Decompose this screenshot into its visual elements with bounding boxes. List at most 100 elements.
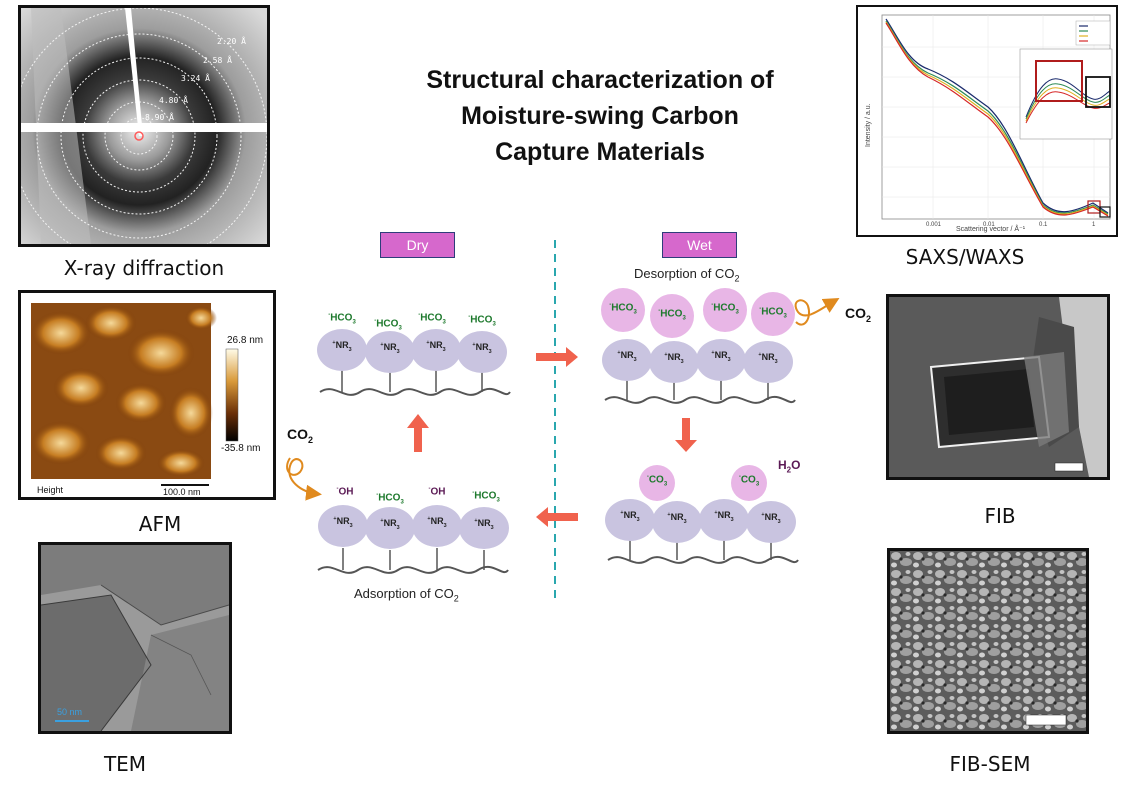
saxs-inset-highlight-red (1035, 60, 1083, 102)
h2o-text: H (778, 458, 787, 472)
afm-panel: 26.8 nm -35.8 nm Height 100.0 nm (18, 290, 276, 500)
bicarbonate-dry-bottom-1: -HCO3 (376, 492, 404, 506)
bicarbonate-dry-top-2: -HCO3 (374, 318, 402, 332)
desorption-label: Desorption of CO2 (634, 266, 739, 284)
ring-label-2: 2.58 Å (203, 54, 232, 65)
amine-dry-bottom-1: +NR3 (333, 516, 353, 529)
dry-tag: Dry (380, 232, 455, 258)
bicarbonate-dry-top-1: -HCO3 (328, 312, 356, 326)
title-line-2: Moisture-swing Carbon (461, 102, 739, 130)
co2-absorbed-subscript: 2 (308, 434, 314, 445)
wet-carbonate-polymer (605, 465, 799, 564)
ring-label-5: 8.90 Å (145, 111, 174, 122)
tem-caption: TEM (103, 752, 147, 776)
arrow-up (407, 414, 429, 452)
arrow-left (536, 507, 578, 527)
bicarbonate-dry-bottom-2: -HCO3 (472, 490, 500, 504)
saxs-caption: SAXS/WAXS (905, 245, 1025, 269)
saxs-series-4 (885, 22, 1109, 217)
bicarbonate-wet-top-4: -HCO3 (759, 306, 787, 320)
hydroxide-1: -OH (336, 486, 354, 498)
co2-absorbed-label: CO2 (287, 426, 313, 445)
dry-loaded-polymer (317, 329, 511, 396)
wet-tag: Wet (662, 232, 737, 258)
amine-dry-top-1: +NR3 (332, 340, 352, 353)
ring-label-3: 3.24 Å (181, 72, 210, 83)
afm-caption: AFM (138, 512, 182, 536)
bicarbonate-wet-top-2: -HCO3 (658, 308, 686, 322)
bicarbonate-wet-top-1: -HCO3 (609, 302, 637, 316)
amine-dry-top-2: +NR3 (380, 342, 400, 355)
fib-caption: FIB (984, 504, 1016, 528)
process-arrows (407, 347, 697, 527)
adsorption-label: Adsorption of CO2 (354, 586, 459, 604)
h2o-subscript: 2 (786, 465, 792, 475)
ring-label-1: 2.20 Å (217, 35, 246, 46)
amine-wet-bottom-4: +NR3 (761, 512, 781, 525)
desorption-text: Desorption of CO (634, 266, 735, 281)
adsorption-subscript: 2 (453, 593, 459, 604)
xrd-caption: X-ray diffraction (63, 256, 225, 280)
carbonate-1: -CO3 (646, 474, 668, 488)
arrow-down (675, 418, 697, 452)
amine-wet-top-2: +NR3 (664, 352, 684, 365)
fibsem-panel (887, 548, 1089, 734)
amine-wet-top-1: +NR3 (617, 350, 637, 363)
saxs-series-2 (885, 20, 1109, 215)
co2-released-label: CO2 (845, 305, 871, 324)
tem-panel: 50 nm (38, 542, 232, 734)
ring-label-4: 4.80 Å (159, 94, 188, 105)
saxs-xtick-2: 0.01 (983, 222, 995, 228)
title-line-3: Capture Materials (495, 138, 705, 166)
dry-adsorption-polymer (317, 505, 509, 574)
amine-wet-top-3: +NR3 (711, 350, 731, 363)
bicarbonate-wet-top-3: -HCO3 (711, 302, 739, 316)
co2-release-curve (794, 298, 840, 326)
carbonate-2: -CO3 (738, 474, 760, 488)
wet-desorption-polymer (601, 288, 796, 404)
afm-scale-min: -35.8 nm (221, 443, 260, 454)
fib-panel (886, 294, 1110, 480)
saxs-xtick-3: 0.1 (1039, 222, 1048, 228)
amine-dry-bottom-4: +NR3 (474, 518, 494, 531)
amine-dry-bottom-2: +NR3 (380, 518, 400, 531)
fibsem-image (890, 551, 1086, 731)
amine-dry-top-4: +NR3 (472, 342, 492, 355)
co2-uptake-curve (286, 457, 322, 501)
saxs-series-1 (885, 18, 1109, 214)
co2-absorbed-text: CO (287, 426, 308, 442)
page-title: Structural characterization of Moisture-… (395, 62, 805, 170)
amine-wet-bottom-2: +NR3 (667, 512, 687, 525)
saxs-inset-highlight-black (1085, 76, 1111, 108)
co2-released-text: CO (845, 305, 866, 321)
saxs-xtick-1: 0.001 (926, 222, 942, 228)
saxs-plot: Intensity / a.u. Scattering vector / Å⁻¹… (858, 7, 1116, 235)
saxs-panel: Intensity / a.u. Scattering vector / Å⁻¹… (856, 5, 1118, 237)
amine-dry-top-3: +NR3 (426, 340, 446, 353)
afm-scale-max: 26.8 nm (227, 335, 263, 346)
tem-image: 50 nm (41, 545, 229, 731)
tem-scale-bar-label: 50 nm (57, 707, 82, 717)
h2o-label: H2O (778, 458, 800, 474)
bicarbonate-dry-top-3: -HCO3 (418, 312, 446, 326)
co2-released-subscript: 2 (866, 313, 872, 324)
saxs-ylabel: Intensity / a.u. (865, 103, 872, 147)
fibsem-caption: FIB-SEM (949, 752, 1031, 776)
saxs-series-3 (885, 21, 1109, 216)
amine-wet-bottom-3: +NR3 (714, 510, 734, 523)
h2o-tail: O (791, 458, 801, 472)
adsorption-text: Adsorption of CO (354, 586, 454, 601)
bicarbonate-dry-top-4: -HCO3 (468, 314, 496, 328)
saxs-xlabel: Scattering vector / Å⁻¹ (956, 224, 1026, 233)
hydroxide-2: -OH (428, 486, 446, 498)
arrow-right (536, 347, 578, 367)
afm-scale-bar-label: 100.0 nm (163, 487, 201, 497)
afm-image: 26.8 nm -35.8 nm Height 100.0 nm (21, 293, 273, 497)
desorption-subscript: 2 (734, 273, 740, 284)
xrd-image: 2.20 Å 2.58 Å 3.24 Å 4.80 Å 8.90 Å (21, 8, 267, 244)
amine-wet-top-4: +NR3 (758, 352, 778, 365)
fib-image (889, 297, 1107, 477)
xrd-panel: 2.20 Å 2.58 Å 3.24 Å 4.80 Å 8.90 Å (18, 5, 270, 247)
afm-channel-label: Height (37, 485, 64, 495)
